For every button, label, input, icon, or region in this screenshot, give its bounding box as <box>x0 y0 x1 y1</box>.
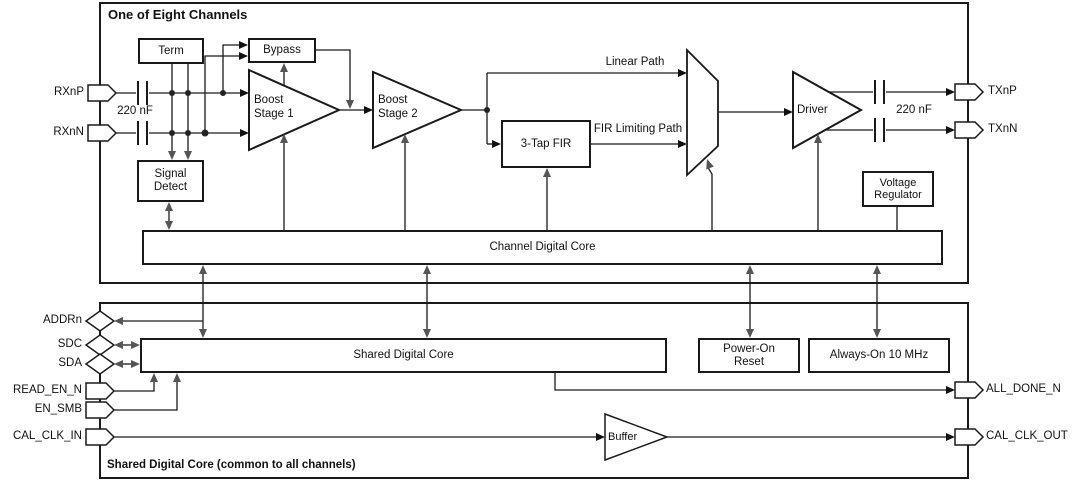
pin-txnn-shape <box>954 121 985 139</box>
linear-path-label: Linear Path <box>605 56 665 68</box>
block-always-on-10mhz: Always-On 10 MHz <box>808 338 950 373</box>
block-shared-digital-core: Shared Digital Core <box>140 338 667 373</box>
pin-rxnn-label: RXnN <box>53 126 84 138</box>
boost-stage-1-label: Boost Stage 1 <box>254 94 294 120</box>
block-always-on-10mhz-label: Always-On 10 MHz <box>829 349 929 361</box>
block-power-on-reset-label: Power-On Reset <box>723 343 775 368</box>
block-signal-detect-label: Signal Detect <box>153 168 188 193</box>
channel-outer-box <box>99 2 969 284</box>
pin-read-en-n-shape <box>85 382 116 400</box>
driver-label: Driver <box>797 104 828 116</box>
block-term-label: Term <box>158 44 184 57</box>
block-shared-digital-core-label: Shared Digital Core <box>353 349 454 361</box>
block-channel-digital-core-label: Channel Digital Core <box>489 241 596 253</box>
pin-sda-label: SDA <box>58 357 82 369</box>
boost-stage-1-triangle <box>248 68 342 152</box>
block-signal-detect: Signal Detect <box>137 160 204 202</box>
pin-addrn-shape <box>84 310 116 332</box>
pin-sdc-shape <box>84 334 116 356</box>
pin-txnp-shape <box>954 83 985 101</box>
pin-read-en-n-label: READ_EN_N <box>12 384 82 396</box>
channel-section-title: One of Eight Channels <box>108 7 248 22</box>
block-power-on-reset: Power-On Reset <box>698 338 800 373</box>
control-arrowheads <box>114 63 881 382</box>
driver-triangle <box>792 70 864 150</box>
mux-shape <box>686 47 719 178</box>
block-3-tap-fir-label: 3-Tap FIR <box>520 137 572 150</box>
block-bypass-label: Bypass <box>263 44 301 56</box>
block-bypass: Bypass <box>248 38 316 63</box>
pin-cal-clk-out-shape <box>954 428 985 446</box>
pin-en-smb-label: EN_SMB <box>34 403 82 415</box>
pin-cal-clk-in-shape <box>85 428 116 446</box>
block-3-tap-fir: 3-Tap FIR <box>501 120 591 168</box>
pin-all-done-n-label: ALL_DONE_N <box>986 383 1061 395</box>
output-cap-label: 220 nF <box>896 104 932 116</box>
pin-rxnp-label: RXnP <box>53 86 84 98</box>
pin-all-done-n-shape <box>954 381 985 399</box>
pin-txnn-label: TXnN <box>988 123 1018 135</box>
block-voltage-regulator-label: Voltage Regulator <box>874 176 922 202</box>
signal-arrowheads <box>239 41 955 441</box>
junction-dots <box>169 90 490 137</box>
input-cap-label: 220 nF <box>117 105 153 117</box>
block-voltage-regulator: Voltage Regulator <box>862 171 934 207</box>
pin-addrn-label: ADDRn <box>43 314 82 326</box>
shared-section-footer: Shared Digital Core (common to all chann… <box>107 459 356 471</box>
pin-sda-shape <box>84 353 116 375</box>
pin-rxnn-shape <box>87 124 118 142</box>
pin-cal-clk-out-label: CAL_CLK_OUT <box>986 430 1068 442</box>
block-channel-digital-core: Channel Digital Core <box>142 230 943 265</box>
pin-rxnp-shape <box>87 84 118 102</box>
pin-sdc-label: SDC <box>57 338 82 350</box>
pin-cal-clk-in-label: CAL_CLK_IN <box>12 430 82 442</box>
pin-en-smb-shape <box>85 401 116 419</box>
fir-limiting-path-label: FIR Limiting Path <box>593 123 683 135</box>
pin-txnp-label: TXnP <box>988 85 1017 97</box>
buffer-label: Buffer <box>608 431 638 443</box>
boost-stage-2-label: Boost Stage 2 <box>378 94 418 120</box>
block-term: Term <box>138 38 204 64</box>
